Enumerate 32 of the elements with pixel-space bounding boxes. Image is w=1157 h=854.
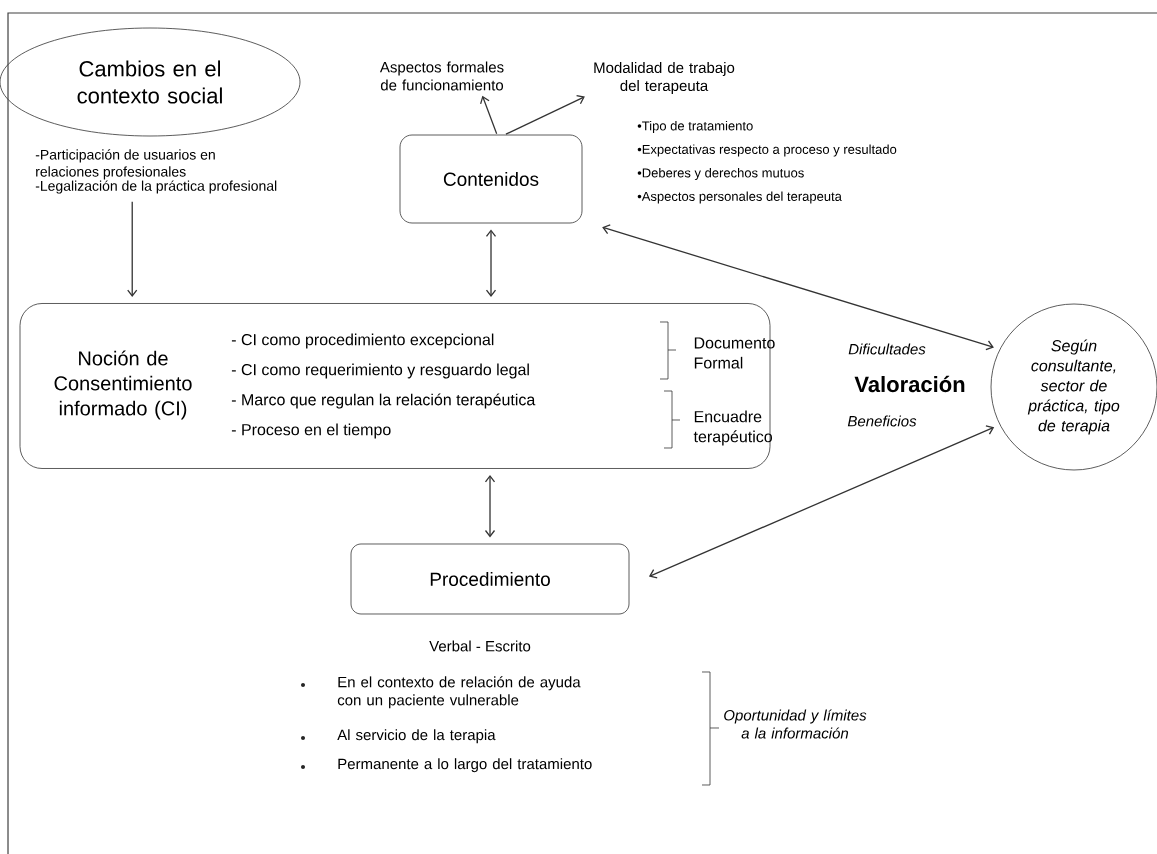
topic-text: Modalidad de trabajo del terapeuta: [594, 62, 735, 94]
bracket-label: Documento Formal: [694, 337, 775, 369]
bullet-text: -Participación de usuarios en relaciones profesionales -Legalización de la práctica profesional: [35, 149, 277, 194]
bullet-text: •Tipo de tratamiento: [637, 120, 753, 134]
concept-box: [19, 303, 775, 469]
heading-text: Valoración: [854, 375, 965, 393]
bracket-label: Encuadre terapéutico: [693, 410, 772, 446]
arrow: [485, 229, 497, 298]
bullet-text: Permanente a lo largo del tratamiento: [338, 758, 592, 773]
process-box: Procedimiento: [350, 543, 630, 615]
italic-text: Oportunidad y límites a la información: [724, 709, 867, 739]
caption-text: Verbal - Escrito: [429, 640, 531, 652]
italic-text: Beneficios: [847, 415, 917, 427]
bullet-text: •Aspectos personales del terapeuta: [637, 191, 842, 204]
arrow: [484, 474, 496, 538]
arrow: [480, 95, 498, 135]
process-box: Contenidos: [399, 134, 583, 224]
bullet-text: •Expectativas respecto a proceso y resultado: [637, 144, 897, 157]
topic-text: Aspectos formales de funcionamiento: [379, 61, 504, 91]
box-title: Noción de Consentimiento informado (CI): [54, 350, 192, 420]
list-item: - Marco que regulan la relación terapéutica: [231, 393, 536, 409]
list-item: - CI como procedimiento excepcional: [231, 333, 494, 349]
italic-text: Dificultades: [848, 343, 926, 355]
arrow: [505, 94, 585, 135]
list-item: - CI como requerimiento y resguardo legal: [231, 363, 529, 379]
arrow: [127, 201, 138, 298]
bullet-text: En el contexto de relación de ayuda con un paciente vulnerable: [337, 676, 581, 709]
list-item: - Proceso en el tiempo: [231, 423, 391, 439]
arrow: [648, 425, 995, 579]
arrow: [602, 224, 994, 351]
bullet-text: •Deberes y derechos mutuos: [637, 167, 804, 181]
bullet-text: Al servicio de la terapia: [337, 729, 496, 744]
